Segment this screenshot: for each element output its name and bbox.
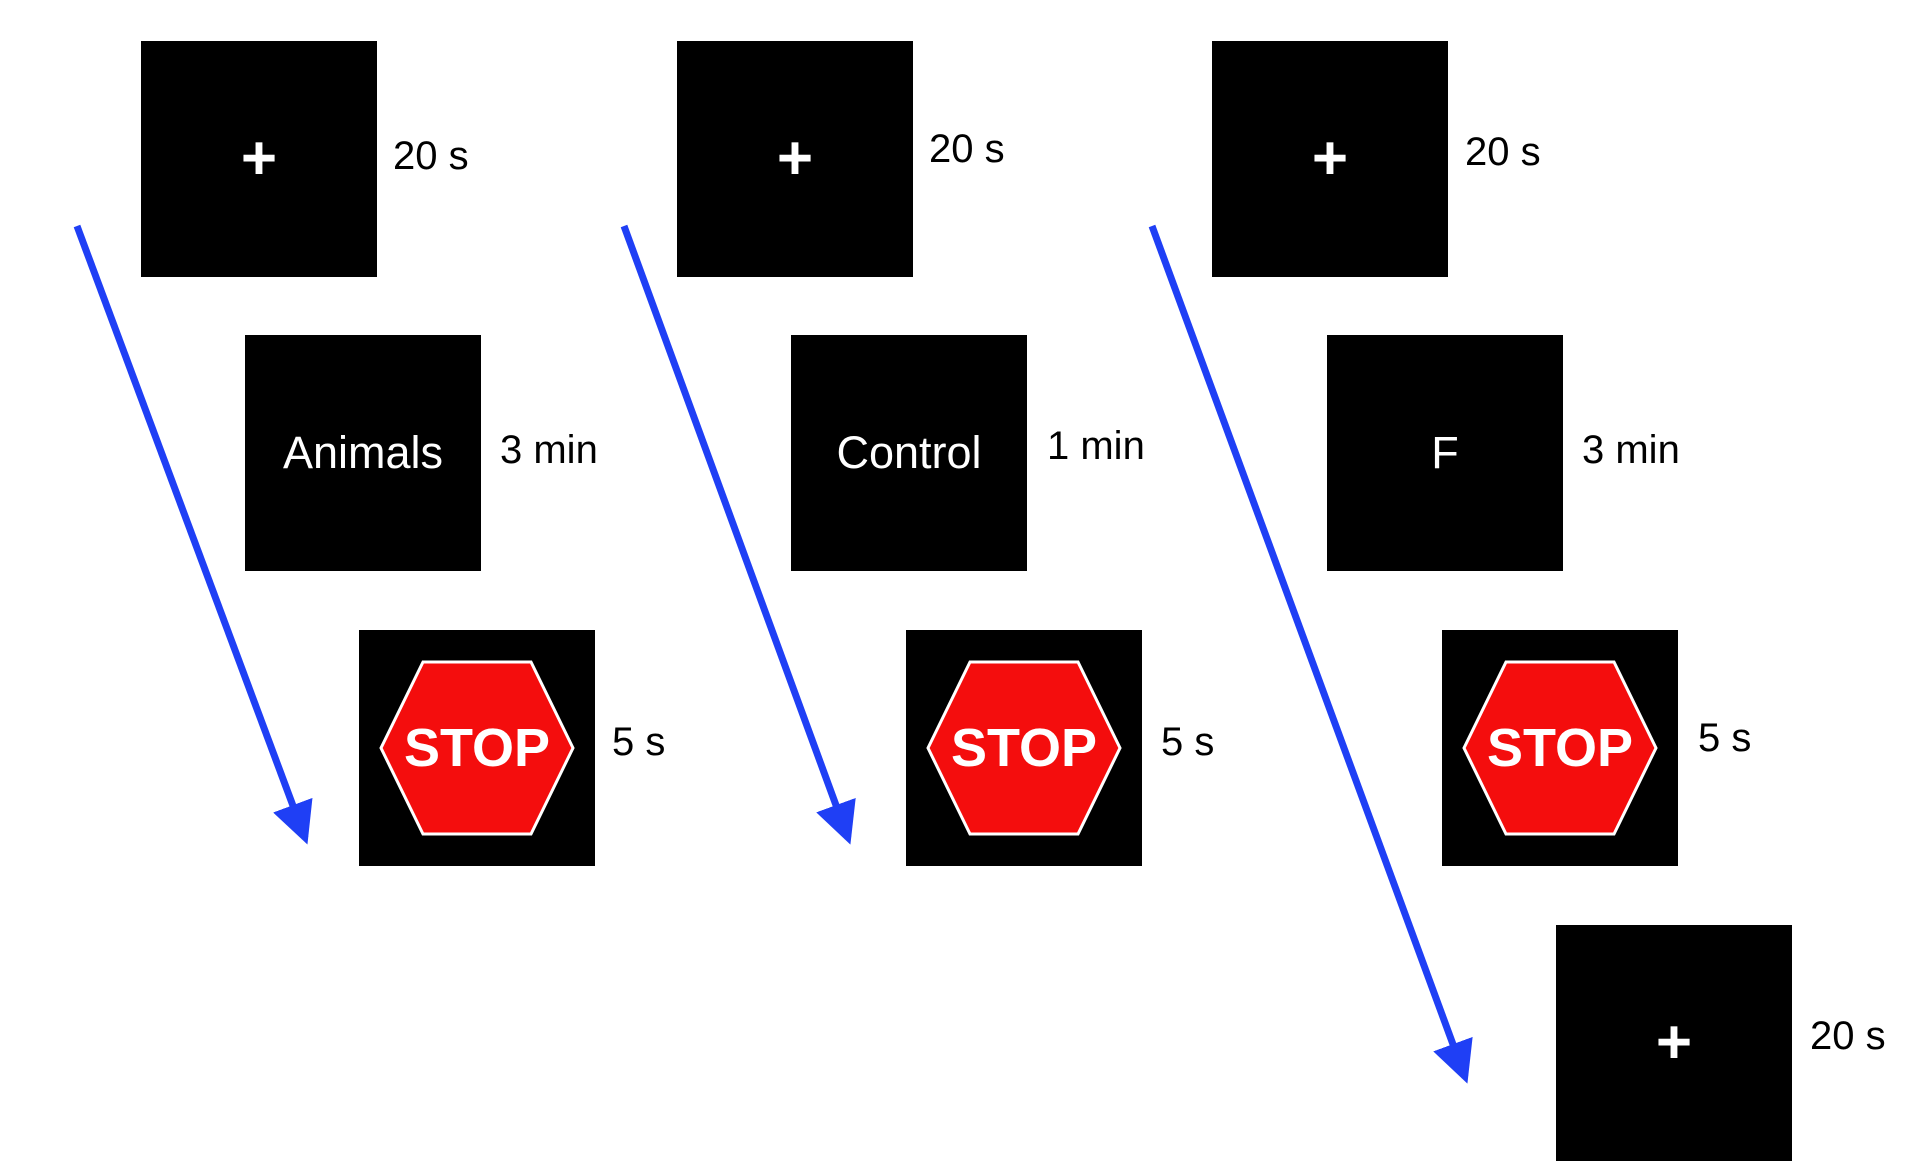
timeline-arrow-1 (73, 224, 313, 845)
fixation-cross-icon: + (776, 124, 814, 193)
seq1-stop-screen: STOP (359, 630, 595, 866)
seq2-fixation-screen: + (677, 41, 913, 277)
seq1-task-label: Animals (282, 427, 444, 478)
seq1-fixation-screen: + (141, 41, 377, 277)
seq3-fixation-screen: + (1212, 41, 1448, 277)
seq3-task-duration: 3 min (1582, 428, 1680, 472)
fixation-cross-icon: + (1311, 124, 1349, 193)
seq3-final-fixation-duration: 20 s (1810, 1014, 1886, 1058)
seq2-task-screen: Control (791, 335, 1027, 571)
seq2-fixation-duration: 20 s (929, 127, 1005, 171)
seq3-task-label: F (1431, 427, 1459, 478)
timeline-arrow-3 (1148, 224, 1473, 1084)
fixation-cross-icon: + (1655, 1008, 1693, 1077)
seq1-task-duration: 3 min (500, 428, 598, 472)
seq3-stop-label: STOP (1487, 718, 1633, 778)
seq2-stop-label: STOP (951, 718, 1097, 778)
seq3-task-screen: F (1327, 335, 1563, 571)
stop-sign-icon: STOP (379, 660, 575, 836)
seq2-stop-duration: 5 s (1161, 720, 1215, 764)
seq3-final-fixation-screen: + (1556, 925, 1792, 1161)
seq2-task-duration: 1 min (1047, 424, 1145, 468)
stop-sign-icon: STOP (926, 660, 1122, 836)
fixation-cross-icon: + (240, 124, 278, 193)
stop-sign-icon: STOP (1462, 660, 1658, 836)
seq3-stop-screen: STOP (1442, 630, 1678, 866)
seq3-fixation-duration: 20 s (1465, 130, 1541, 174)
seq2-stop-screen: STOP (906, 630, 1142, 866)
seq3-stop-duration: 5 s (1698, 716, 1752, 760)
seq1-fixation-duration: 20 s (393, 134, 469, 178)
seq2-task-label: Control (836, 427, 982, 478)
timeline-arrow-2 (620, 224, 856, 845)
seq1-task-screen: Animals (245, 335, 481, 571)
seq1-stop-label: STOP (404, 718, 550, 778)
seq1-stop-duration: 5 s (612, 720, 666, 764)
